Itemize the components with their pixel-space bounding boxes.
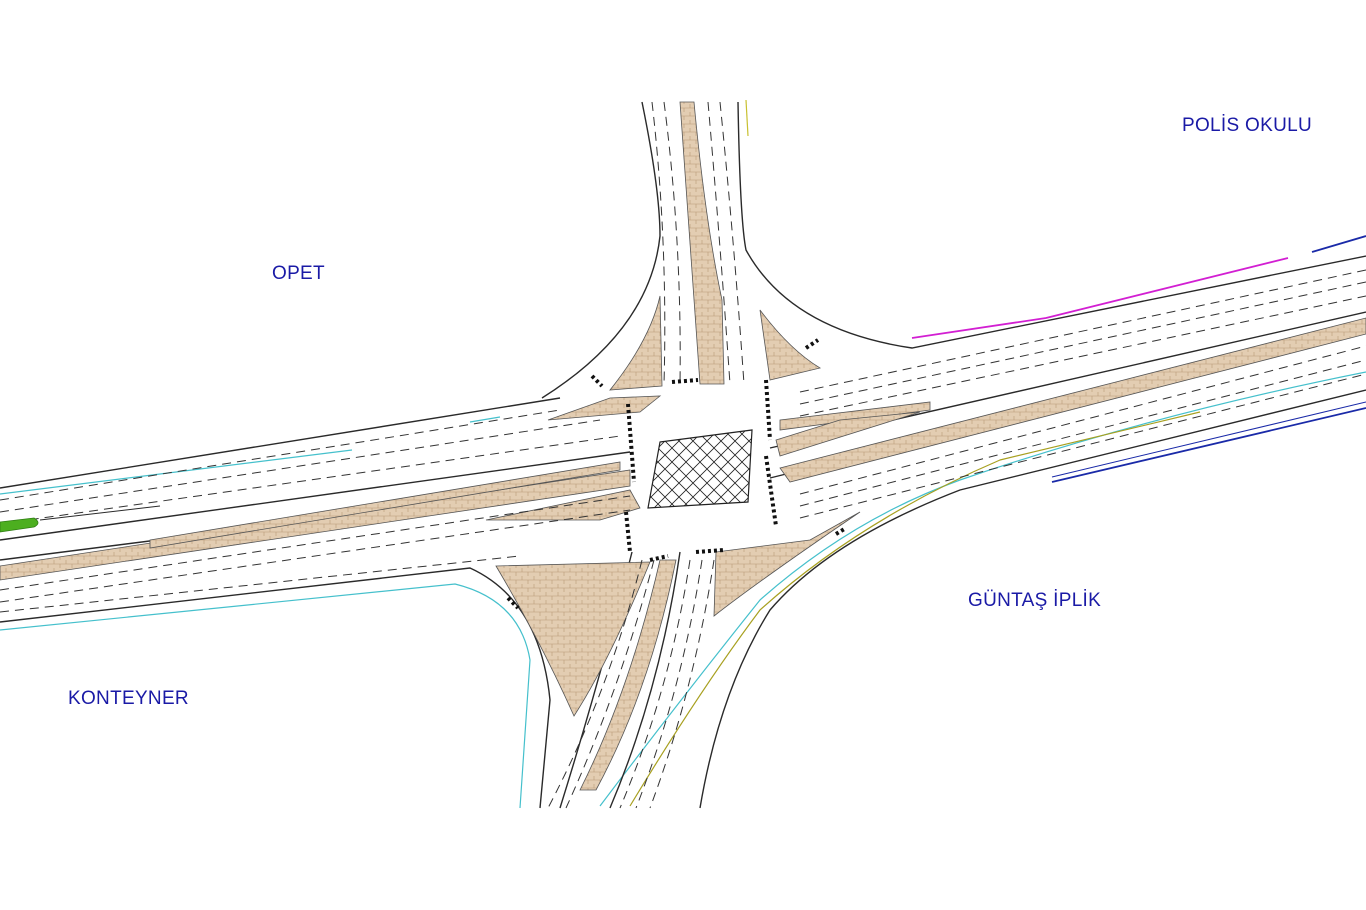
lane-markings (0, 101, 1366, 809)
island-north-west (609, 295, 663, 391)
crosswalks (506, 338, 848, 610)
island-east-upper (775, 411, 921, 457)
island-south-west (495, 561, 651, 717)
crosswalk-ne-corner (804, 338, 820, 350)
brick-medians (0, 101, 1366, 791)
island-south-east (713, 511, 861, 617)
crosswalk-se-corner (834, 526, 848, 536)
crosswalk-south-2 (695, 548, 725, 554)
median-west (0, 469, 631, 581)
navy-boundary-top (1311, 235, 1366, 253)
crosswalk-west (624, 511, 632, 553)
crosswalk-north-east (764, 379, 772, 441)
island-north-east (759, 309, 822, 381)
navy-boundary-mid (1051, 407, 1366, 483)
site-boundaries (0, 99, 1366, 809)
label-konteyner: KONTEYNER (68, 688, 189, 709)
crosswalk-north (626, 403, 636, 483)
crosswalk-nw-corner (590, 374, 604, 388)
crosswalk-sw-corner (506, 596, 520, 610)
median-north-centre (679, 101, 725, 385)
cyan-boundary-west-north (0, 449, 353, 495)
olive-boundary (629, 411, 1201, 807)
island-north-west-tri (547, 395, 662, 421)
label-guntas-iplik: GÜNTAŞ İPLİK (968, 590, 1102, 611)
navy-boundary-mid-2 (1051, 401, 1366, 478)
median-west-2 (149, 461, 621, 549)
crosswalk-south (671, 378, 699, 384)
median-south (579, 559, 677, 791)
crosswalk-east (764, 455, 778, 527)
label-polis-okulu: POLİS OKULU (1182, 115, 1313, 136)
magenta-boundary (911, 257, 1289, 339)
median-east-2 (779, 401, 931, 431)
median-east (779, 317, 1366, 483)
crosswalk-south-3 (649, 554, 669, 562)
island-west-centre (485, 489, 641, 521)
central-box-hatch (647, 429, 753, 509)
olive-boundary-north (745, 99, 749, 137)
cyan-boundary-west-south (0, 583, 531, 809)
cyan-boundary-west-north-2 (469, 416, 501, 423)
cyan-boundary-east (599, 371, 1366, 807)
label-opet: OPET (272, 263, 325, 284)
green-island (0, 517, 39, 533)
